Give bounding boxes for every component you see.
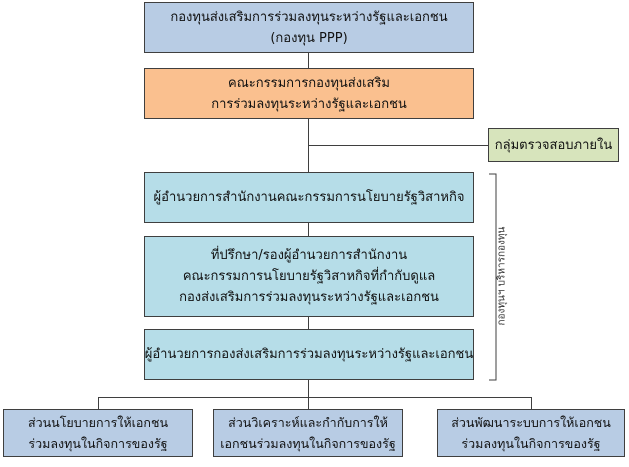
fund-box: กองทุนส่งเสริมการร่วมลงทุนระหว่างรัฐและเ… (144, 2, 474, 53)
unit-development-line-1: ส่วนพัฒนาระบบการให้เอกชน (451, 415, 611, 430)
division-director-box: ผู้อำนวยการกองส่งเสริมการร่วมลงทุนระหว่า… (144, 329, 474, 380)
unit-box-analysis: ส่วนวิเคราะห์และกำกับการให้ เอกชนร่วมลงท… (213, 409, 403, 457)
committee-line-1: คณะกรรมการกองทุนส่งเสริม (228, 75, 390, 91)
unit-box-policy: ส่วนนโยบายการให้เอกชน ร่วมลงทุนในกิจการข… (3, 409, 193, 457)
unit-box-development: ส่วนพัฒนาระบบการให้เอกชน ร่วมลงทุนในกิจก… (437, 409, 625, 457)
advisor-line-2: คณะกรรมการนโยบายรัฐวิสาหกิจที่กำกับดูแล (182, 269, 436, 284)
connector-unit-3 (531, 397, 532, 409)
unit-policy-line-1: ส่วนนโยบายการให้เอกชน (27, 415, 169, 430)
unit-policy-line-2: ร่วมลงทุนในกิจการของรัฐ (28, 436, 168, 451)
advisor-line-3: กองส่งเสริมการร่วมลงทุนระหว่างรัฐและเอกช… (179, 290, 439, 305)
connector-audit-branch (308, 145, 488, 146)
connector-horizontal-bus (98, 397, 532, 398)
brace-label: กองทุนฯ บริหารกองทุน (496, 226, 508, 326)
connector-division-down (308, 380, 309, 397)
fund-line-2: (กองทุน PPP) (270, 30, 348, 46)
committee-line-2: การร่วมลงทุนระหว่างรัฐและเอกชน (211, 96, 407, 112)
unit-analysis-line-2: เอกชนร่วมลงทุนในกิจการของรัฐ (220, 436, 396, 451)
connector-advisor-division (308, 317, 309, 329)
unit-analysis-line-1: ส่วนวิเคราะห์และกำกับการให้ (228, 415, 388, 430)
connector-unit-1 (98, 397, 99, 409)
advisor-box: ที่ปรึกษา/รองผู้อำนวยการสำนักงาน คณะกรรม… (144, 236, 474, 317)
audit-label: กลุ่มตรวจสอบภายใน (494, 137, 613, 153)
audit-box: กลุ่มตรวจสอบภายใน (488, 128, 619, 162)
advisor-line-1: ที่ปรึกษา/รองผู้อำนวยการสำนักงาน (210, 248, 408, 263)
director-label: ผู้อำนวยการสำนักงานคณะกรรมการนโยบายรัฐวิ… (153, 190, 465, 205)
division-director-label: ผู้อำนวยการกองส่งเสริมการร่วมลงทุนระหว่า… (144, 347, 474, 362)
committee-box: คณะกรรมการกองทุนส่งเสริม การร่วมลงทุนระห… (144, 68, 474, 119)
unit-development-line-2: ร่วมลงทุนในกิจการของรัฐ (461, 436, 601, 451)
connector-director-advisor (308, 223, 309, 236)
connector-unit-2 (308, 397, 309, 409)
director-box: ผู้อำนวยการสำนักงานคณะกรรมการนโยบายรัฐวิ… (144, 172, 474, 223)
fund-line-1: กองทุนส่งเสริมการร่วมลงทุนระหว่างรัฐและเ… (170, 9, 448, 25)
connector-fund-committee (308, 53, 309, 68)
